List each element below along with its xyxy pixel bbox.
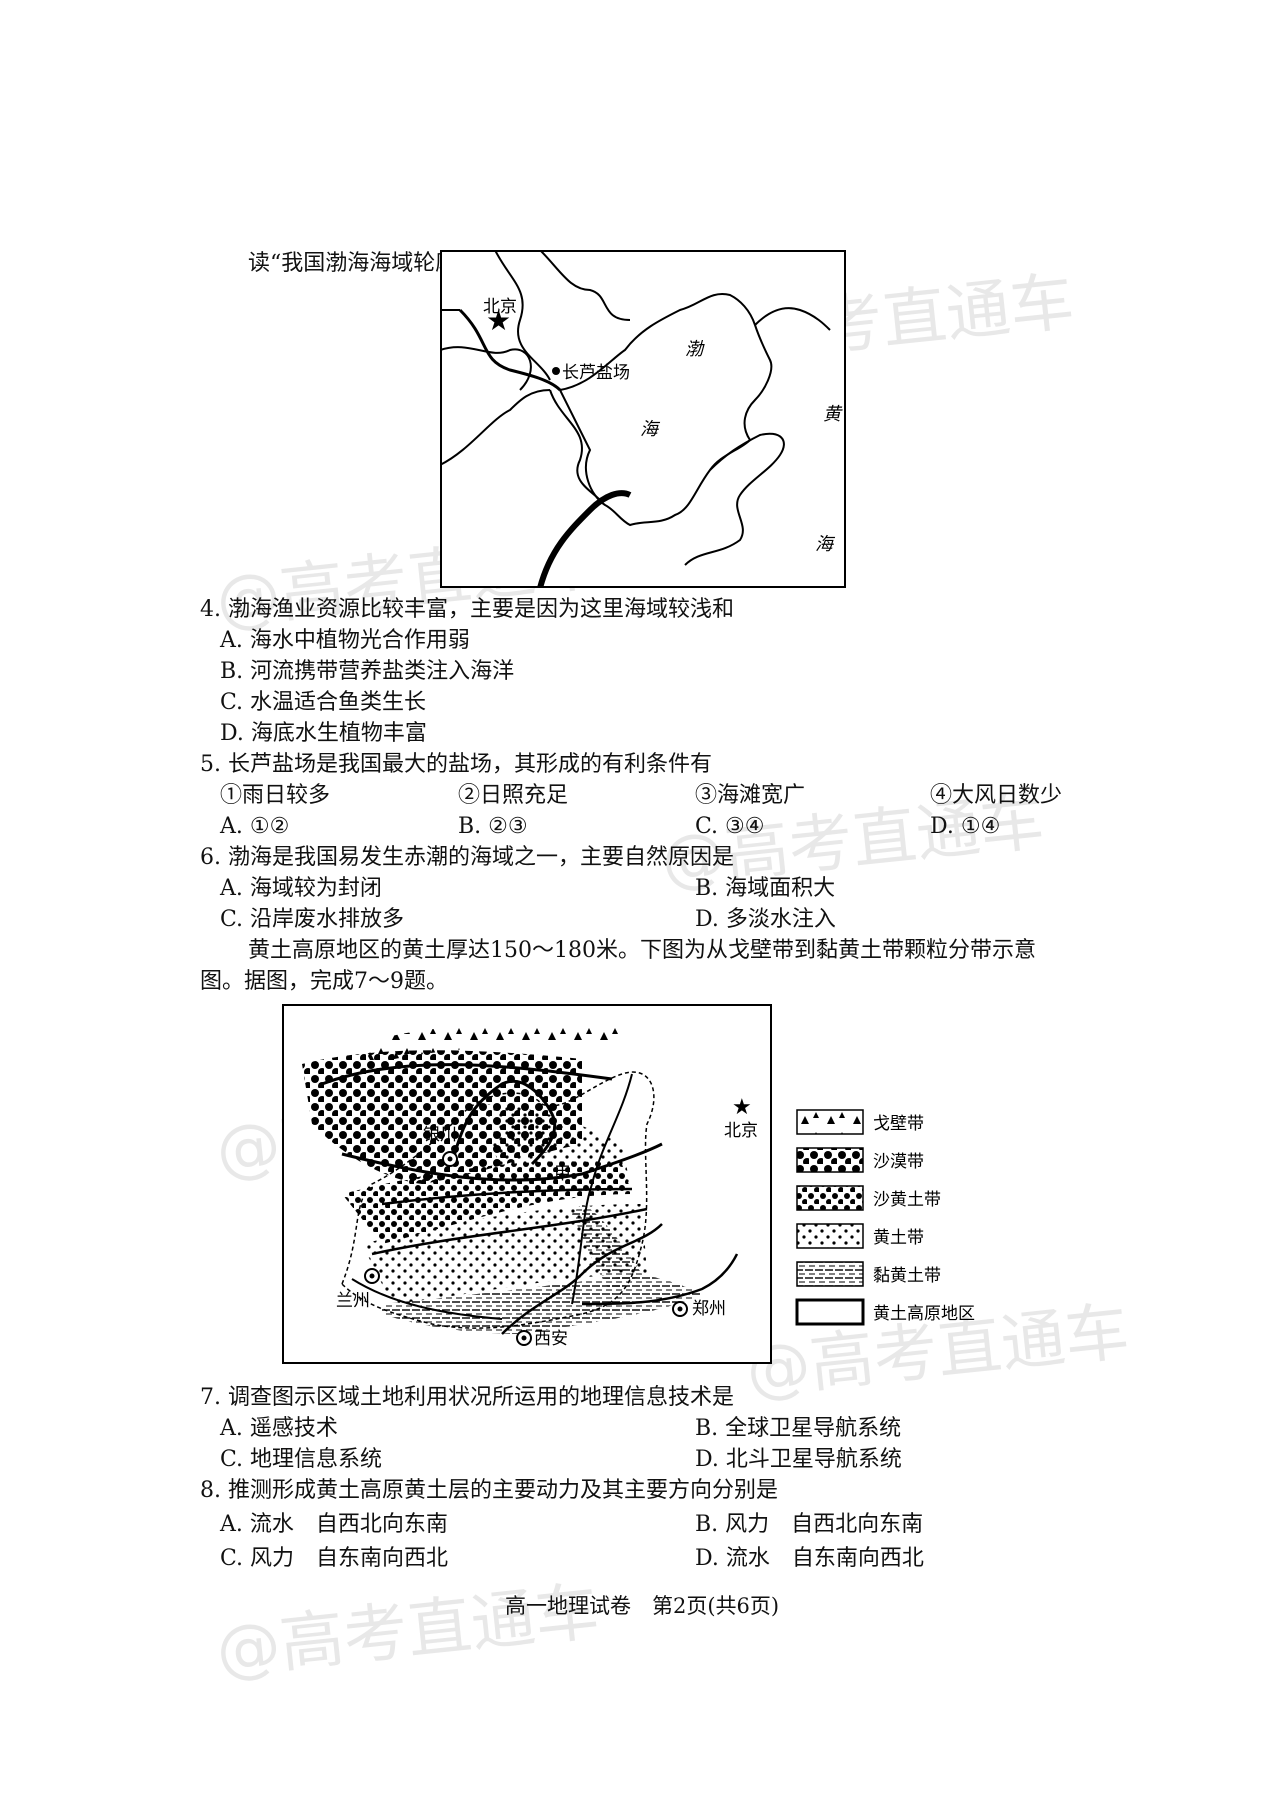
q7-option-c[interactable]: C. 地理信息系统 bbox=[220, 1447, 383, 1472]
q8-option-c[interactable]: C. 风力 自东南向西北 bbox=[220, 1546, 449, 1571]
q6-option-b[interactable]: B. 海域面积大 bbox=[695, 876, 836, 901]
map1-hai-outer: 海 bbox=[815, 534, 836, 555]
q8-option-a[interactable]: A. 流水 自西北向东南 bbox=[220, 1512, 448, 1537]
legend-loess: 黄土带 bbox=[873, 1228, 924, 1248]
bohai-map: ★ 北京 长芦盐场 渤 海 黄 海 bbox=[440, 250, 846, 588]
q5-condition-4: ④大风日数少 bbox=[930, 783, 1063, 808]
loess-legend: 戈壁带 沙漠带 沙黄土带 黄土带 黏黄土带 黄土高原地区 bbox=[795, 1109, 975, 1326]
q4-option-b[interactable]: B. 河流携带营养盐类注入海洋 bbox=[220, 659, 515, 684]
map2-jia: 甲 bbox=[554, 1164, 571, 1184]
q5-option-a[interactable]: A. ①② bbox=[220, 814, 290, 839]
q8-stem: 8. 推测形成黄土高原黄土层的主要动力及其主要方向分别是 bbox=[200, 1478, 778, 1503]
legend-sand-loess: 沙黄土带 bbox=[873, 1190, 941, 1210]
legend-clay-loess: 黏黄土带 bbox=[873, 1266, 941, 1286]
q7-stem: 7. 调查图示区域土地利用状况所运用的地理信息技术是 bbox=[200, 1385, 734, 1410]
q6-option-a[interactable]: A. 海域较为封闭 bbox=[220, 876, 382, 901]
q8-option-b[interactable]: B. 风力 自西北向东南 bbox=[695, 1512, 924, 1537]
map1-salt-field: 长芦盐场 bbox=[562, 363, 630, 383]
q5-condition-3: ③海滩宽广 bbox=[695, 783, 806, 808]
map2-yinchuan: 银川 bbox=[423, 1125, 457, 1145]
map2-xian: 西安 bbox=[534, 1329, 568, 1349]
q6-option-d[interactable]: D. 多淡水注入 bbox=[695, 907, 836, 932]
q5-option-d[interactable]: D. ①④ bbox=[930, 814, 1001, 839]
q7-option-b[interactable]: B. 全球卫星导航系统 bbox=[695, 1416, 902, 1441]
q8-option-d[interactable]: D. 流水 自东南向西北 bbox=[695, 1546, 924, 1571]
q4-option-a[interactable]: A. 海水中植物光合作用弱 bbox=[220, 628, 470, 653]
page-footer: 高一地理试卷 第2页(共6页) bbox=[505, 1594, 780, 1618]
map1-hai-inner: 海 bbox=[640, 419, 661, 440]
q7-option-a[interactable]: A. 遥感技术 bbox=[220, 1416, 338, 1441]
intro-loess: 黄土高原地区的黄土厚达150～180米。下图为从戈壁带到黏黄土带颗粒分带示意 bbox=[248, 938, 1036, 963]
intro-loess-cont: 图。据图，完成7～9题。 bbox=[200, 969, 448, 994]
map2-lanzhou: 兰州 bbox=[336, 1291, 370, 1311]
q5-condition-1: ①雨日较多 bbox=[220, 783, 331, 808]
q6-option-c[interactable]: C. 沿岸废水排放多 bbox=[220, 907, 405, 932]
q5-option-c[interactable]: C. ③④ bbox=[695, 814, 765, 839]
q5-condition-2: ②日照充足 bbox=[458, 783, 569, 808]
svg-text:★: ★ bbox=[732, 1095, 752, 1120]
map2-beijing: 北京 bbox=[724, 1121, 758, 1141]
map1-bo: 渤 bbox=[685, 339, 705, 360]
legend-desert: 沙漠带 bbox=[873, 1152, 924, 1172]
legend-plateau: 黄土高原地区 bbox=[873, 1304, 975, 1324]
q4-option-c[interactable]: C. 水温适合鱼类生长 bbox=[220, 690, 427, 715]
q5-option-b[interactable]: B. ②③ bbox=[458, 814, 528, 839]
map1-huang: 黄 bbox=[823, 404, 843, 425]
q6-stem: 6. 渤海是我国易发生赤潮的海域之一，主要自然原因是 bbox=[200, 845, 734, 870]
map2-zhengzhou: 郑州 bbox=[692, 1299, 726, 1319]
svg-text:★: ★ bbox=[486, 304, 511, 337]
loess-map: ★ 银川 甲 北京 兰州 西安 郑州 bbox=[282, 1004, 772, 1364]
legend-gobi: 戈壁带 bbox=[873, 1114, 924, 1134]
q7-option-d[interactable]: D. 北斗卫星导航系统 bbox=[695, 1447, 902, 1472]
q4-stem: 4. 渤海渔业资源比较丰富，主要是因为这里海域较浅和 bbox=[200, 597, 734, 622]
q4-option-d[interactable]: D. 海底水生植物丰富 bbox=[220, 721, 427, 746]
map1-beijing: 北京 bbox=[483, 297, 517, 317]
watermark: @高考直通车 bbox=[212, 1575, 603, 1689]
q5-stem: 5. 长芦盐场是我国最大的盐场，其形成的有利条件有 bbox=[200, 752, 712, 777]
